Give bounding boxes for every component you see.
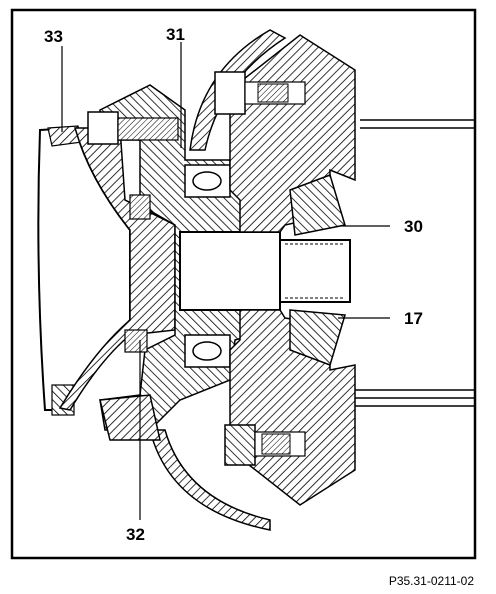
hub-body <box>58 127 176 411</box>
housing-bolt-bottom <box>224 424 256 466</box>
callout-31: 31 <box>166 25 185 44</box>
leader-lines <box>61 42 390 520</box>
knuckle-bolt-top <box>87 111 119 145</box>
callout-17: 17 <box>404 309 423 328</box>
callout-32: 32 <box>126 525 145 544</box>
housing-bolt-top <box>214 71 246 115</box>
axle-lines <box>340 119 475 407</box>
cv-ball-cage-lower <box>289 309 346 366</box>
reference-code: P35.31-0211-02 <box>389 574 475 588</box>
cv-ball-cage-upper <box>289 174 346 236</box>
knuckle-lower <box>99 394 161 441</box>
callout-30: 30 <box>404 217 423 236</box>
frame-border <box>10 8 477 560</box>
callout-33: 33 <box>44 27 63 46</box>
dust-shield-lower <box>149 429 271 531</box>
shaft-splines <box>279 239 351 303</box>
seal-upper <box>129 194 151 220</box>
dust-shield-upper <box>189 29 287 151</box>
seal-lower <box>124 329 148 353</box>
drive-shaft <box>179 231 281 311</box>
